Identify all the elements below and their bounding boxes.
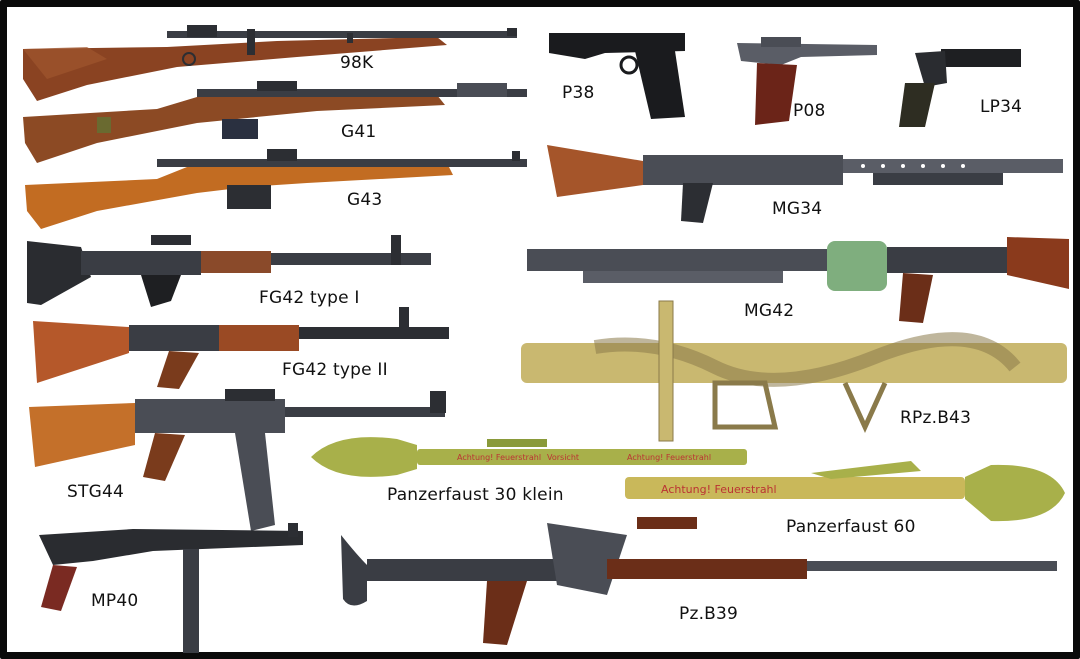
weapon-label-fg42-type-i: FG42 type I [259, 288, 360, 308]
stg44-image [29, 389, 446, 531]
weapon-label-lp34: LP34 [980, 97, 1023, 117]
98k-rifle-image [23, 25, 517, 101]
weapon-label-98k: 98K [340, 53, 374, 73]
pf30-marking-3: Achtung! Feuerstrahl [627, 453, 711, 462]
weapon-label-g41: G41 [341, 122, 377, 142]
fg42-type-ii-image [33, 307, 449, 389]
weapon-label-g43: G43 [347, 190, 383, 210]
mp40-image [39, 523, 303, 653]
weapon-label-fg42-type-ii: FG42 type II [282, 360, 388, 380]
rpzb43-rocket-launcher-image [521, 300, 1067, 442]
lp34-flare-pistol-image [899, 49, 1021, 127]
fg42-type-i-image [27, 235, 431, 307]
weapon-label-rpzb43: RPz.B43 [900, 408, 972, 428]
weapon-label-mg42: MG42 [744, 301, 795, 321]
panzerfaust-30-klein-image: Achtung! Feuerstrahl Vorsicht Achtung! F… [311, 437, 747, 477]
weapon-label-p08: P08 [793, 101, 826, 121]
weapon-label-panzerfaust-30-klein: Panzerfaust 30 klein [387, 485, 564, 505]
weapon-label-mp40: MP40 [91, 591, 139, 611]
weapon-label-stg44: STG44 [67, 482, 124, 502]
weapon-label-p38: P38 [562, 83, 595, 103]
pzb39-anti-tank-rifle-image [341, 517, 1057, 645]
mg42-machine-gun-image [527, 237, 1069, 323]
pf60-marking: Achtung! Feuerstrahl [661, 483, 777, 496]
panzerfaust-60-image: Achtung! Feuerstrahl [625, 461, 1065, 522]
weapon-label-panzerfaust-60: Panzerfaust 60 [786, 517, 916, 537]
g43-rifle-image [25, 149, 527, 229]
weapon-label-pzb39: Pz.B39 [679, 604, 739, 624]
p08-pistol-image [737, 37, 877, 125]
pf30-marking-1: Achtung! Feuerstrahl [457, 453, 541, 462]
p38-pistol-image [549, 33, 685, 119]
mg34-machine-gun-image [547, 145, 1063, 223]
g41-rifle-image [23, 81, 527, 163]
weapon-label-mg34: MG34 [772, 199, 823, 219]
pf30-marking-2: Vorsicht [547, 453, 579, 462]
